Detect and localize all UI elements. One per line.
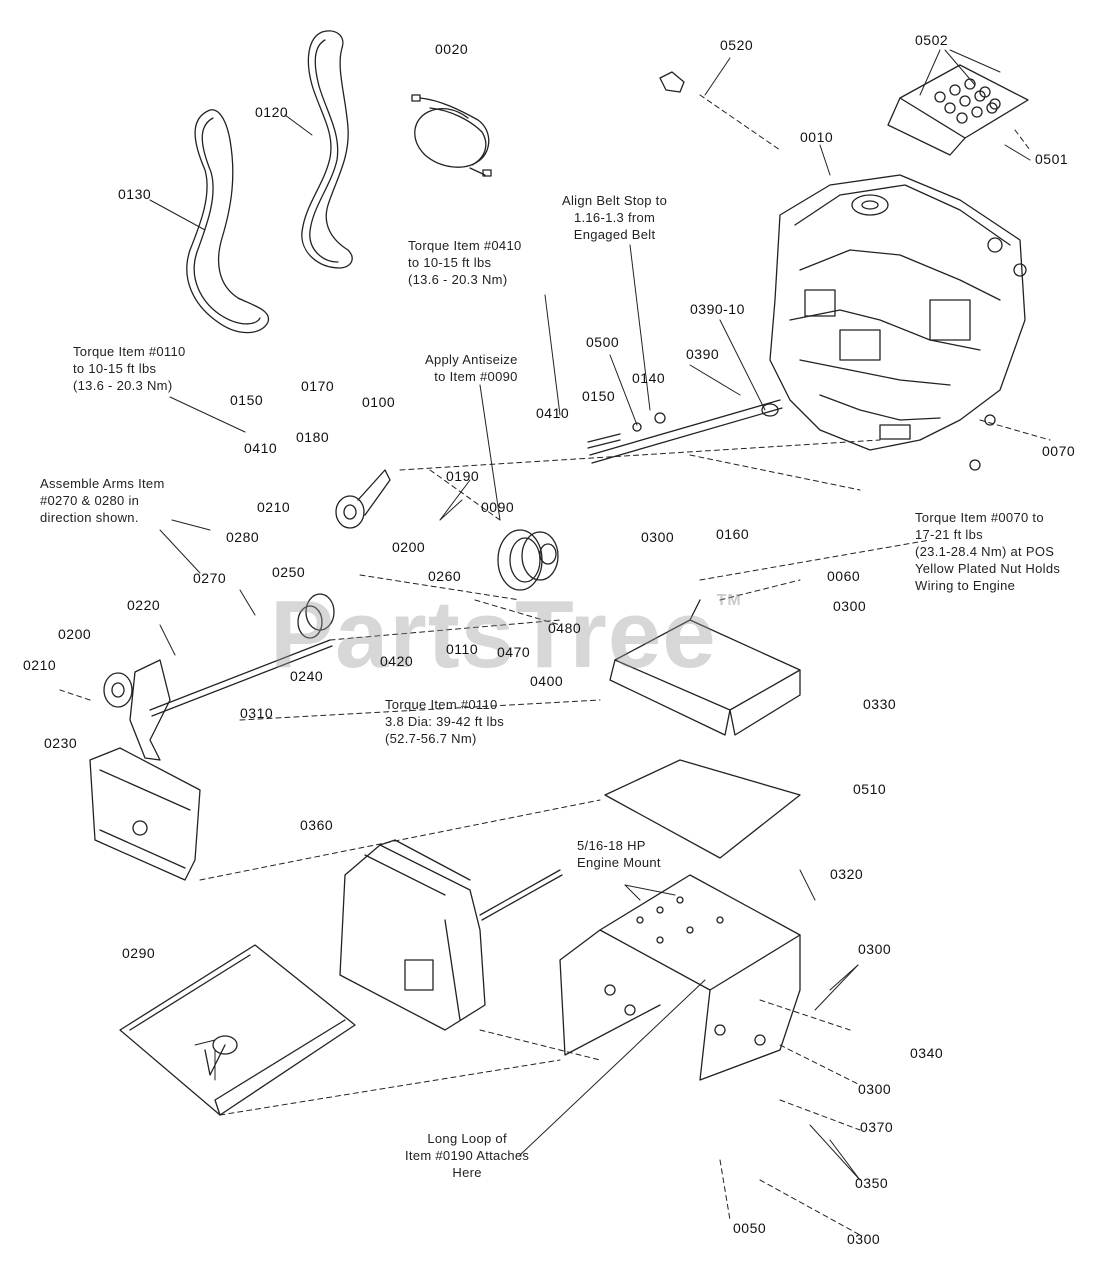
part-label-0150-b: 0150 <box>230 392 264 408</box>
part-label-0370: 0370 <box>860 1119 894 1135</box>
decal-0502-drawing <box>887 64 1029 156</box>
part-label-0050: 0050 <box>733 1220 767 1236</box>
part-label-0300-d: 0300 <box>858 1081 892 1097</box>
part-label-0280: 0280 <box>226 529 260 545</box>
part-label-0140: 0140 <box>632 370 666 386</box>
belt-0120-drawing <box>301 30 353 269</box>
part-label-0410-a: 0410 <box>536 405 570 421</box>
bracket-0320-drawing <box>559 874 801 1081</box>
part-label-0070: 0070 <box>1042 443 1076 459</box>
pulley-0090-drawing <box>497 529 559 591</box>
part-label-0270: 0270 <box>193 570 227 586</box>
part-label-0160: 0160 <box>716 526 750 542</box>
part-label-0300-e: 0300 <box>847 1231 881 1247</box>
part-label-0390: 0390 <box>686 346 720 362</box>
part-label-0110: 0110 <box>446 641 479 657</box>
part-label-0090: 0090 <box>481 499 515 515</box>
part-label-0220: 0220 <box>127 597 161 613</box>
part-label-0250: 0250 <box>272 564 306 580</box>
part-label-0260: 0260 <box>428 568 462 584</box>
part-label-0470: 0470 <box>497 644 531 660</box>
tray-0290-drawing <box>119 944 356 1116</box>
part-label-0200-a: 0200 <box>392 539 426 555</box>
cable-0020-drawing <box>411 94 492 177</box>
part-label-0180: 0180 <box>296 429 330 445</box>
part-label-0420: 0420 <box>380 653 414 669</box>
plate-0510-drawing <box>604 759 801 859</box>
part-label-0330: 0330 <box>863 696 897 712</box>
solid-leaders <box>149 49 1031 1181</box>
part-label-0360: 0360 <box>300 817 334 833</box>
part-label-0510: 0510 <box>853 781 887 797</box>
dashed-leaders <box>59 94 1051 1236</box>
part-label-0340: 0340 <box>910 1045 944 1061</box>
housing-0230-drawing <box>89 747 201 881</box>
idler-pulley-lower-drawing <box>103 659 171 761</box>
part-label-0120: 0120 <box>255 104 289 120</box>
part-label-0500: 0500 <box>586 334 620 350</box>
part-label-0240: 0240 <box>290 668 324 684</box>
engine-0010-drawing <box>761 174 1027 471</box>
frame-0360-drawing <box>339 839 563 1031</box>
part-label-0390-10: 0390-10 <box>690 301 745 317</box>
part-label-0300-b: 0300 <box>833 598 867 614</box>
part-label-0230: 0230 <box>44 735 78 751</box>
parts-tree-watermark: PartsTreeTM <box>270 581 742 688</box>
nut-0500-drawing <box>654 412 666 424</box>
part-label-0010: 0010 <box>800 129 834 145</box>
part-label-0150-a: 0150 <box>582 388 616 404</box>
part-label-0130: 0130 <box>118 186 152 202</box>
belt-0130-drawing <box>186 109 270 334</box>
part-label-0210-a: 0210 <box>257 499 291 515</box>
rod-0310-drawing <box>149 639 333 717</box>
part-label-0300-a: 0300 <box>641 529 675 545</box>
washer-0150-drawing <box>632 422 642 432</box>
part-label-0300-c: 0300 <box>858 941 892 957</box>
part-label-0100: 0100 <box>362 394 396 410</box>
part-label-0310: 0310 <box>240 705 274 721</box>
part-label-0502: 0502 <box>915 32 949 48</box>
part-label-0520: 0520 <box>720 37 754 53</box>
part-label-0170: 0170 <box>301 378 335 394</box>
part-label-0320: 0320 <box>830 866 864 882</box>
part-label-0190: 0190 <box>446 468 480 484</box>
part-label-0480: 0480 <box>548 620 582 636</box>
part-label-0200-b: 0200 <box>58 626 92 642</box>
part-label-0350: 0350 <box>855 1175 889 1191</box>
part-label-0400: 0400 <box>530 673 564 689</box>
part-label-0290: 0290 <box>122 945 156 961</box>
part-label-0410-b: 0410 <box>244 440 278 456</box>
shaft-0390-drawing <box>589 399 783 464</box>
part-0520-drawing <box>659 71 685 93</box>
bracket-0400-drawing <box>609 599 801 736</box>
bolt-0410-drawing <box>587 433 621 449</box>
part-label-0020: 0020 <box>435 41 469 57</box>
part-label-0060: 0060 <box>827 568 861 584</box>
idler-pulley-upper-drawing <box>335 469 391 529</box>
bushing-0240-drawing <box>297 593 335 639</box>
part-label-0501: 0501 <box>1035 151 1069 167</box>
part-label-0210-b: 0210 <box>23 657 57 673</box>
